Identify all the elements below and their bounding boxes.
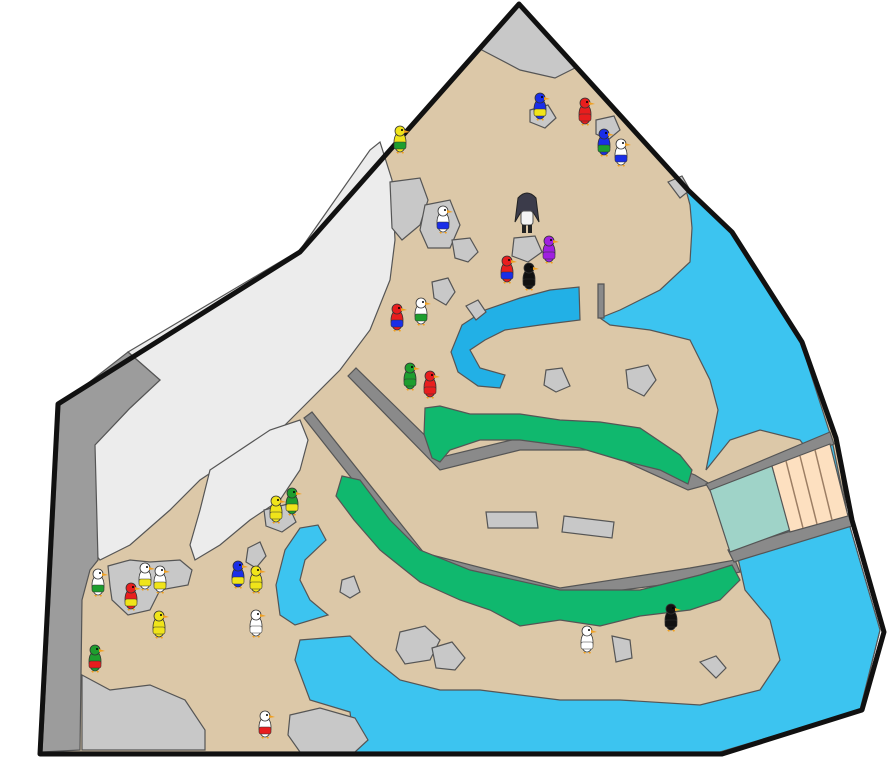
rock-penguin-perch <box>511 235 543 263</box>
rock-island-2 <box>625 364 657 397</box>
rock-bottom-mid <box>287 707 369 753</box>
penguin-green[interactable] <box>88 644 105 673</box>
penguin-black[interactable] <box>664 603 681 632</box>
stone-wall <box>41 351 161 753</box>
rock-left-1 <box>245 541 267 569</box>
path-spit <box>597 283 605 319</box>
penguin-white[interactable] <box>436 205 453 234</box>
penguin-red[interactable] <box>124 582 141 611</box>
penguin-green[interactable] <box>403 362 420 391</box>
zookeeper-character[interactable] <box>514 192 540 233</box>
rock-cluster-1 <box>389 177 429 241</box>
penguin-green[interactable] <box>285 487 302 516</box>
rock-sign-2 <box>561 515 615 539</box>
penguin-white[interactable] <box>258 710 275 739</box>
rock-lower-island-2 <box>431 641 466 671</box>
pool-left <box>275 524 330 626</box>
rock-bottom-left <box>81 673 206 751</box>
penguin-yellow[interactable] <box>152 610 169 639</box>
penguin-white[interactable] <box>91 568 108 597</box>
rock-scatter-2 <box>465 299 487 321</box>
penguin-red[interactable] <box>578 97 595 126</box>
penguin-red[interactable] <box>423 370 440 399</box>
bridge-planks <box>785 449 833 529</box>
rock-cluster-3 <box>451 237 479 263</box>
penguin-red[interactable] <box>500 255 517 284</box>
penguin-white[interactable] <box>249 609 266 638</box>
penguin-white[interactable] <box>153 565 170 594</box>
penguin-white[interactable] <box>138 562 155 591</box>
penguin-yellow[interactable] <box>393 125 410 154</box>
penguin-white[interactable] <box>414 297 431 326</box>
penguin-blue[interactable] <box>533 92 550 121</box>
rock-sign-1 <box>485 511 539 529</box>
grass-upper <box>423 405 693 485</box>
rock-scatter-1 <box>431 277 456 306</box>
penguin-white[interactable] <box>614 138 631 167</box>
penguin-black[interactable] <box>522 262 539 291</box>
rock-lower-island-1 <box>395 625 441 665</box>
penguin-blue[interactable] <box>231 560 248 589</box>
penguin-purple[interactable] <box>542 235 559 264</box>
rock-lower-island-3 <box>611 635 633 663</box>
penguin-yellow[interactable] <box>269 495 286 524</box>
rock-island-1 <box>543 367 571 393</box>
penguin-red[interactable] <box>390 303 407 332</box>
penguin-yellow[interactable] <box>249 565 266 594</box>
rock-left-2 <box>339 575 361 599</box>
penguin-layer <box>88 92 681 739</box>
rock-lower-island-4 <box>698 655 727 679</box>
grass-lower <box>335 475 741 627</box>
penguin-blue[interactable] <box>597 128 614 157</box>
enclosure-outline <box>37 1 887 757</box>
penguin-white[interactable] <box>580 625 597 654</box>
